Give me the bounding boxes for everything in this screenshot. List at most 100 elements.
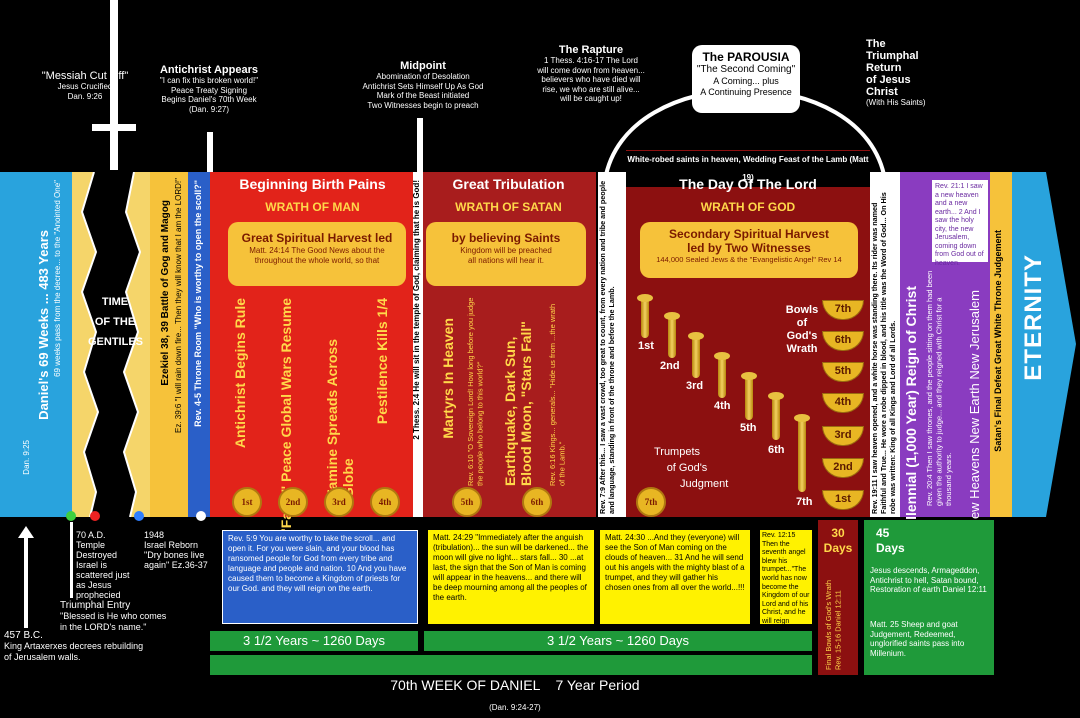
bowl3-icon: 3rd xyxy=(822,426,864,446)
rev59-box: Rev. 5:9 You are worthy to take the scro… xyxy=(222,530,418,624)
gog-sub: Ez. 39:6 "I will rain down fire... Then … xyxy=(174,178,183,433)
thess-text: 2 Thess. 2:4 He will sit in the temple o… xyxy=(412,180,421,440)
rapture-line4: rise, we who are still alive... xyxy=(542,84,640,94)
white-star-icon xyxy=(196,511,206,521)
trumpet7-icon xyxy=(794,414,810,492)
bowls-line1: Bowls xyxy=(785,304,819,316)
cross-bar xyxy=(92,124,136,131)
rapture-line5: will be caught up! xyxy=(560,94,622,103)
entry-arrow-line xyxy=(70,522,73,598)
daniel-69-ref: Dan. 9:25 xyxy=(22,440,31,475)
millennial-title: Millennial (1,000 Year) Reign of Christ xyxy=(903,286,919,536)
days45-column xyxy=(864,520,994,675)
parousia-title: The PAROUSIA xyxy=(702,50,790,64)
antichrist-line2: Peace Treaty Signing xyxy=(170,85,248,95)
blue-star-icon xyxy=(134,511,144,521)
seal5-badge: 5th xyxy=(452,487,482,517)
return-line6: (With His Saints) xyxy=(866,98,926,107)
day-of-lord-title: The Day Of The Lord xyxy=(679,176,817,192)
second-coming-divider xyxy=(870,172,900,517)
entry-line3: in the LORD's name." xyxy=(60,622,147,632)
gog-title: Ezekiel 38, 39 Battle of Gog and Magog xyxy=(160,200,171,386)
return-line2: Triumphal xyxy=(866,50,919,62)
return-line5: Christ xyxy=(866,86,898,98)
days30-line1: 30 xyxy=(831,526,845,540)
ad70-note: 70 A.D. Temple Destroyed Israel is scatt… xyxy=(76,530,156,600)
up-arrow-icon xyxy=(24,530,28,628)
trumpet4-label: 4th xyxy=(714,400,731,412)
throne-room-column xyxy=(188,172,210,517)
trumpet2-label: 2nd xyxy=(660,360,680,372)
matt2429-box: Matt. 24:29 "Immediately after the angui… xyxy=(428,530,594,624)
days45-label: 45 Days xyxy=(876,526,936,556)
bc457-line1: 457 B.C. xyxy=(4,630,43,641)
entry-line1: Triumphal Entry xyxy=(60,600,131,611)
y1948-line3: "Dry bones live xyxy=(144,550,205,560)
trumpets-line3: Judgment xyxy=(680,478,729,490)
entry-line2: "Blessed is He who comes xyxy=(60,611,167,621)
harvest-title-b: by believing Saints xyxy=(451,231,561,245)
seal4-badge: 4th xyxy=(370,487,400,517)
trumpet6-icon xyxy=(768,392,784,440)
antichrist-line4: (Dan. 9:27) xyxy=(188,104,230,114)
second-harvest-box: Secondary Spiritual Harvest led by Two W… xyxy=(640,222,858,278)
up-arrow-head xyxy=(18,526,34,538)
trumpet6-label: 6th xyxy=(768,444,785,456)
gentiles-zigzag xyxy=(80,172,142,517)
days30-line2: Days xyxy=(823,541,853,555)
bc457-line2: King Artaxerxes decrees rebuilding xyxy=(4,641,144,651)
trumpets-line2: of God's xyxy=(666,462,708,474)
harvest-text-a2: throughout the whole world, so that xyxy=(254,256,380,265)
return-line4: of Jesus xyxy=(866,74,911,86)
red-star-icon xyxy=(90,511,100,521)
bowl7-icon: 7th xyxy=(822,300,864,320)
bowls-line3: God's xyxy=(786,330,818,342)
half-period-1: 3 1/2 Years ~ 1260 Days xyxy=(210,631,418,651)
trumpet3-icon xyxy=(688,332,704,378)
seal6-sub: Rev. 6:16 Kings... generals... "Hide us … xyxy=(548,303,567,486)
midpoint-line2: Antichrist Sets Himself Up As God xyxy=(362,81,484,91)
harvest-text-b2: all nations will hear it. xyxy=(467,256,545,265)
wedding-banner: White-robed saints in heaven, Wedding Fe… xyxy=(626,151,870,187)
messiah-line1: Jesus Crucified xyxy=(57,82,113,91)
bowls-line4: Wrath xyxy=(786,343,818,355)
seal1-label: Antichrist Begins Rule xyxy=(232,298,248,449)
green-star-icon xyxy=(66,511,76,521)
rev1911-text: Rev. 19:11 I saw heaven opened, and a wh… xyxy=(870,192,897,514)
cross-icon xyxy=(110,0,118,170)
entry-note: Triumphal Entry "Blessed is He who comes… xyxy=(60,600,210,633)
box45b: Matt. 25 Sheep and goat Judgement, Redee… xyxy=(870,620,965,658)
ad70-line3: Destroyed xyxy=(76,550,118,560)
parousia-line2: A Coming... plus xyxy=(713,76,779,86)
harvest-box-b: by believing Saints Kingdom will be prea… xyxy=(426,222,586,286)
trumpet1-label: 1st xyxy=(638,340,654,352)
trumpet5-icon xyxy=(741,372,757,420)
trumpet5-label: 5th xyxy=(740,422,757,434)
seal2-badge: 2nd xyxy=(278,487,308,517)
birth-pains-title: Beginning Birth Pains xyxy=(239,176,386,192)
gentiles-line2: OF THE xyxy=(94,316,136,328)
rapture-divider xyxy=(598,172,626,517)
rev79-text: Rev. 7:9 After this... I saw a vast crow… xyxy=(598,180,616,514)
seal5-sub: Rev. 6:10 "O Sovereign Lord! How long be… xyxy=(466,297,485,486)
midpoint: Midpoint Abomination of Desolation Antic… xyxy=(348,60,498,110)
satan-text: Satan's Final Defeat Great White Throne … xyxy=(993,230,1003,452)
messiah-title: "Messiah Cut Off" xyxy=(41,70,129,82)
midpoint-line1: Abomination of Desolation xyxy=(376,72,470,81)
antichrist-line3: Begins Daniel's 70th Week xyxy=(161,95,257,104)
messiah-cut-off: "Messiah Cut Off" Jesus Crucified Dan. 9… xyxy=(30,70,140,101)
days45-line1: 45 xyxy=(876,526,890,540)
trumpet3-label: 3rd xyxy=(686,380,704,392)
week70-label: 70th WEEK OF DANIEL 7 Year Period xyxy=(390,677,640,693)
gentiles-line3: GENTILES xyxy=(88,336,144,348)
rapture-title: The Rapture xyxy=(558,44,624,56)
midpoint-title: Midpoint xyxy=(400,60,446,72)
eternity-arrow xyxy=(1012,172,1076,517)
rev1115-box: Rev. 12:15 Then the seventh angel blew h… xyxy=(760,530,812,642)
trumpets-line1: Trumpets xyxy=(653,446,701,458)
ad70-line2: Temple xyxy=(76,540,106,550)
gentiles-label: TIME OF THE GENTILES xyxy=(88,292,144,352)
trumpet2-icon xyxy=(664,312,680,358)
trumpets-caption: Trumpets of God's Judgment xyxy=(640,444,729,492)
box45a: Jesus descends, Armageddon, Antichrist t… xyxy=(870,566,987,595)
